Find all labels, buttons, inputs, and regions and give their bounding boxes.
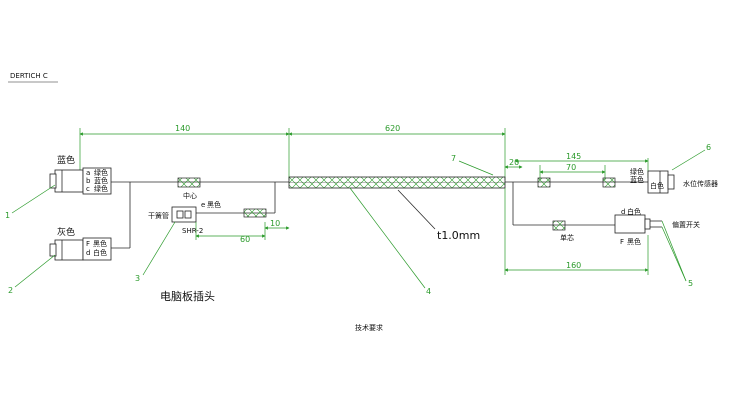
footer-label: 技术要求	[355, 323, 383, 332]
callout-5: 5	[688, 279, 693, 288]
callout-7: 7	[451, 154, 456, 163]
dim-10: 10	[270, 219, 280, 228]
tube-thickness-label: t1.0mm	[437, 229, 480, 242]
tube-leader	[397, 189, 436, 230]
gray-pin-d-letter: d	[86, 249, 90, 257]
ground-tube-label: 干簧管	[148, 211, 169, 220]
gray-pin-f-letter: F	[86, 240, 90, 248]
blue-pin-a-letter: a	[86, 169, 90, 177]
leader-1	[11, 184, 56, 214]
blue-pin-b-color: 蓝色	[94, 176, 108, 185]
board-connector-label: 电脑板插头	[160, 289, 215, 303]
gray-connector-title: 灰色	[57, 226, 75, 238]
sensor-connector	[647, 170, 675, 194]
leader-2	[14, 254, 56, 288]
callout-3: 3	[135, 274, 140, 283]
sensor-pin-1: 绿色	[630, 167, 644, 176]
blue-pin-b-letter: b	[86, 177, 91, 185]
leader-3	[142, 221, 176, 276]
switch-pin-f-color: 黑色	[627, 237, 641, 246]
callout-4: 4	[426, 287, 431, 296]
sleeve-right-1	[537, 177, 551, 188]
blue-pin-c-color: 绿色	[94, 184, 108, 193]
switch-pin-f-letter: F	[620, 238, 624, 246]
ground-pin-color: 黑色	[207, 200, 221, 209]
small-connector-label: SHR-2	[182, 227, 203, 235]
gray-connector	[49, 237, 112, 261]
switch-title: 偏置开关	[672, 220, 700, 229]
leader-5b	[661, 226, 687, 282]
leader-5a	[661, 220, 687, 282]
blue-pin-a-color: 绿色	[94, 168, 108, 177]
sleeve-switch	[552, 220, 566, 231]
small-connector	[171, 206, 197, 223]
center-label: 中心	[183, 191, 197, 200]
callout-6: 6	[706, 143, 711, 152]
blue-connector-title: 蓝色	[57, 154, 75, 166]
switch-connector	[614, 214, 662, 234]
switch-pin-d-letter: d	[621, 208, 625, 216]
dim-145: 145	[566, 152, 581, 161]
leader-6	[671, 149, 706, 171]
corner-text: DERTICH C	[10, 72, 48, 80]
leader-7	[458, 160, 494, 176]
gray-pin-f-color: 黑色	[93, 239, 107, 248]
branch-sleeve	[243, 208, 267, 218]
dim-60: 60	[240, 235, 250, 244]
blue-pin-c-letter: c	[86, 185, 90, 193]
sensor-title: 水位传感器	[683, 179, 718, 188]
callout-1: 1	[5, 211, 10, 220]
blue-connector	[49, 167, 112, 195]
leader-4	[349, 187, 426, 289]
dim-620: 620	[385, 124, 400, 133]
callout-2: 2	[8, 286, 13, 295]
dim-140: 140	[175, 124, 190, 133]
sleeve-right-2	[602, 177, 616, 188]
sensor-pin-2: 蓝色	[630, 175, 644, 184]
dim-160: 160	[566, 261, 581, 270]
dim-70: 70	[566, 163, 576, 172]
switch-pin-d-color: 白色	[627, 207, 641, 216]
center-marker	[177, 177, 201, 188]
gray-pin-d-color: 白色	[93, 248, 107, 257]
ground-pin-letter: e	[201, 201, 205, 209]
dim-20: 20	[509, 158, 519, 167]
sensor-pin-3: 白色	[650, 181, 664, 190]
wire-mark-label: 单芯	[560, 233, 574, 242]
